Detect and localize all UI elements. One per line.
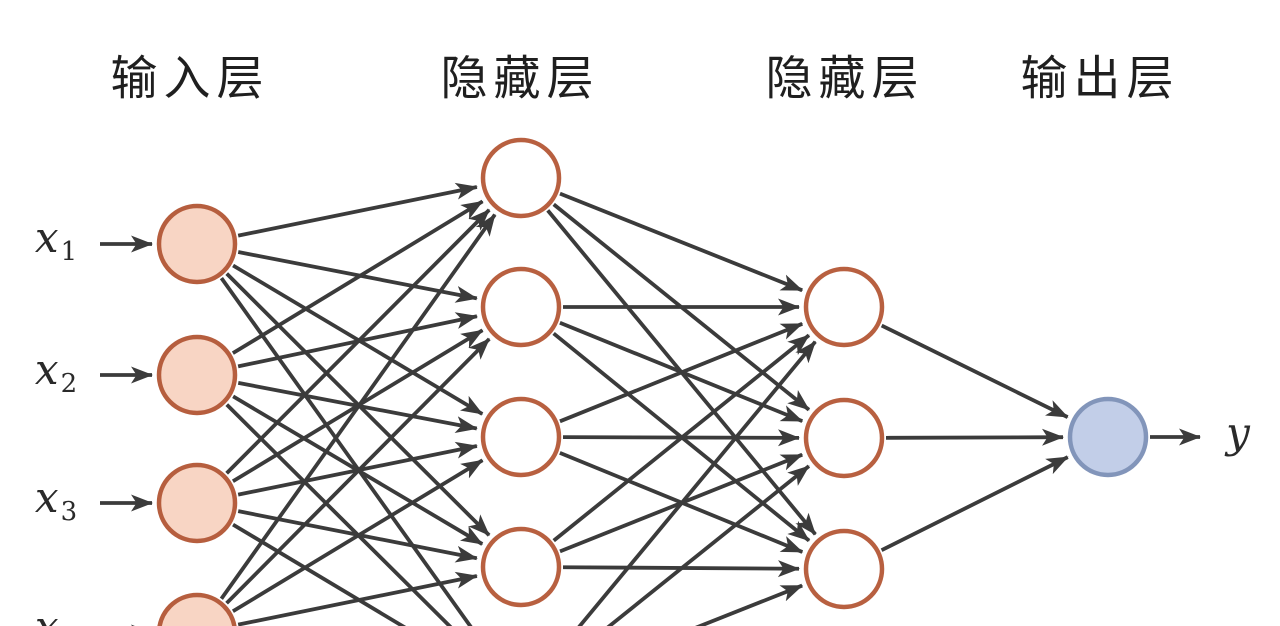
layer-title-input: 输入层 [110,53,270,106]
output-node-1 [1067,396,1149,478]
edge-input2-hidden11 [231,199,484,355]
input-label-subscript: 3 [60,497,78,527]
hidden1-node-3 [480,396,562,478]
edge-hidden15-hidden23 [695,583,804,626]
edge-hidden23-output1 [880,455,1069,552]
input-label-base: x [35,602,59,626]
edge-hidden14-hidden21 [552,333,811,543]
input-label-x3: x3 [35,477,78,527]
input-label-base: x [34,213,59,262]
layer-title-output: 输出层 [1020,53,1180,106]
edge-hidden13-hidden21 [559,322,804,424]
input-label-base: x [34,345,59,394]
layer-title-hidden-1: 隐藏层 [440,53,600,106]
input-label-x1: x1 [35,217,78,267]
edge-hidden15-hidden22 [606,464,811,626]
edge-hidden22-output1 [885,428,1065,446]
hidden1-node-2 [480,266,562,348]
input-node-4 [157,592,237,626]
hidden1-node-4 [480,526,562,608]
input-label-subscript: 1 [60,237,78,267]
edge-input4-hidden12 [225,337,491,605]
layer-title-hidden-2: 隐藏层 [765,53,925,106]
hidden2-node-2 [803,397,885,479]
input-label-x2: x2 [35,349,78,399]
hidden2-node-1 [803,266,885,348]
output-variable-label: y [1226,408,1250,457]
edge-input1-hidden11 [237,182,478,238]
input-node-3 [156,462,238,544]
input-node-2 [156,334,238,416]
input-node-1 [156,203,238,285]
edge-hidden11-hidden21 [559,191,804,293]
input-label-subscript: 2 [60,369,78,399]
edge-hidden21-output1 [880,323,1069,419]
edge-input3-hidden11 [225,208,491,475]
hidden1-node-1 [480,137,562,219]
input-label-base: x [34,473,59,522]
edge-input3-hidden15 [232,522,407,626]
input-label-x4: x4 [35,606,77,626]
edge-input4-hidden14 [237,571,478,626]
edge-input4-hidden11 [219,213,497,600]
edge-hidden15-hidden21 [577,340,817,626]
hidden2-node-3 [803,528,885,610]
edge-input4-hidden13 [231,458,484,613]
